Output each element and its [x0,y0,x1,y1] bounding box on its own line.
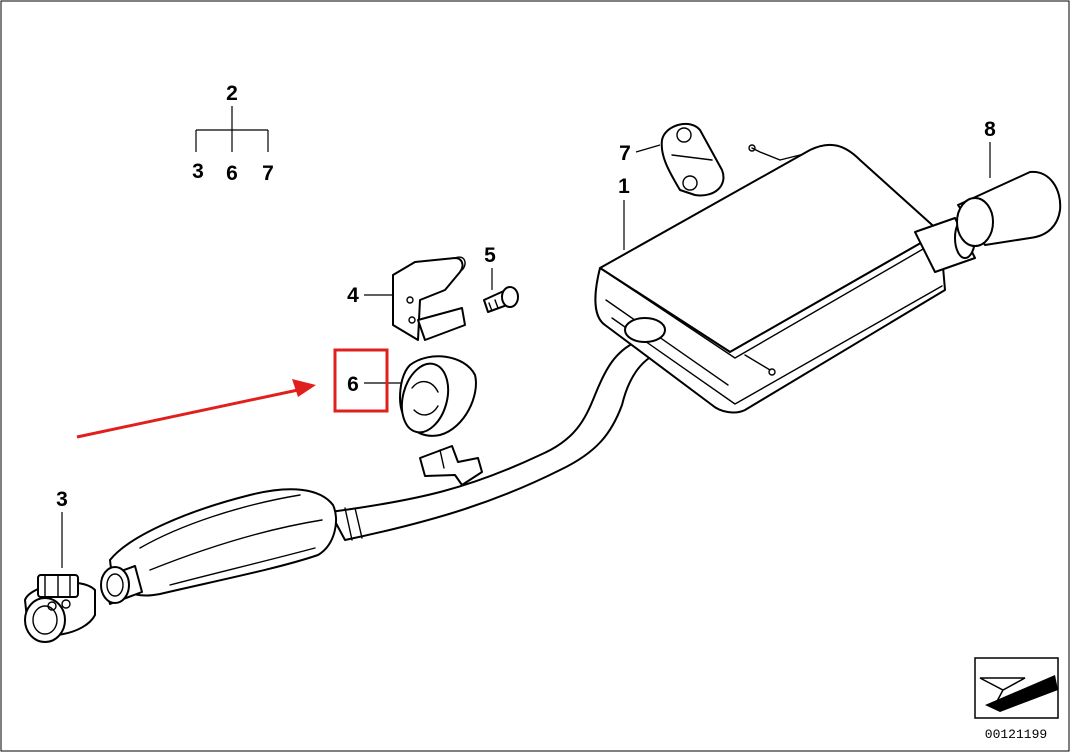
highlight-arrow-head [292,379,316,397]
callout-label-7: 7 [619,142,631,165]
tailpipe-tip [956,170,1062,247]
rubber-ring [399,355,477,437]
rubber-mount [660,122,725,197]
callout-label-5: 5 [484,244,496,267]
callouts: 1 3 4 5 6 7 8 [56,118,996,568]
hanger-clip [419,445,483,486]
group-child-label-6: 6 [226,162,238,185]
callout-label-8: 8 [984,118,996,141]
callout-label-4: 4 [347,284,359,307]
page-turn-icon [974,657,1059,719]
callout-label-1: 1 [618,175,630,198]
callout-label-3: 3 [56,488,68,511]
group-tree: 2 3 6 7 [192,82,274,185]
document-number: 00121199 [985,727,1047,742]
highlight-arrow-shaft [76,388,299,439]
highlight-annotation [76,348,389,439]
highlight-box [333,348,389,413]
bolt [483,286,519,313]
front-resonator [100,488,337,605]
exhaust-pipe [329,336,663,541]
rear-muffler [594,143,976,414]
group-header-label: 2 [226,82,238,105]
group-child-label-7: 7 [262,162,274,185]
group-child-label-3: 3 [192,160,204,183]
callout-label-6: 6 [347,373,359,396]
pipe-clamp [24,574,96,643]
bracket [392,256,466,341]
